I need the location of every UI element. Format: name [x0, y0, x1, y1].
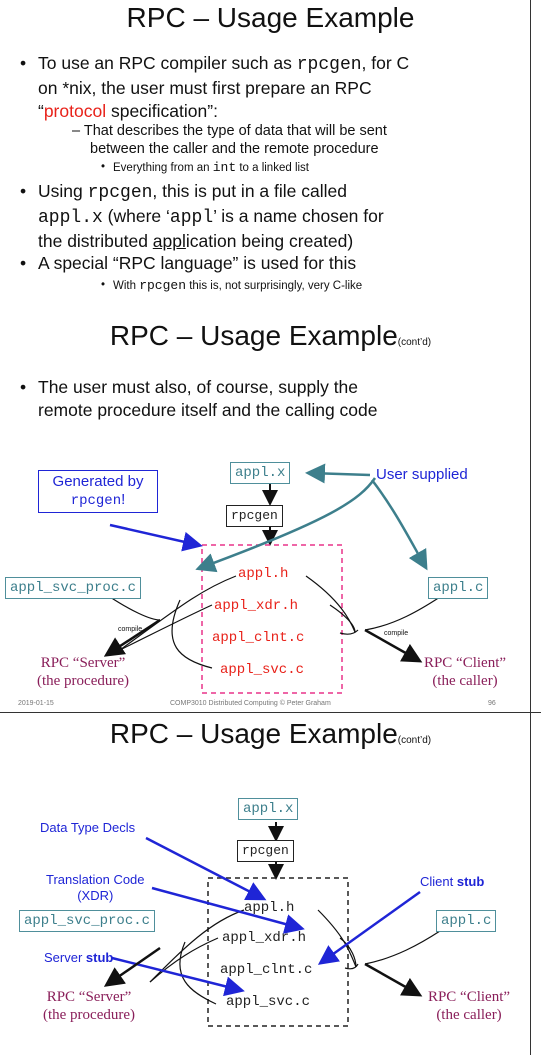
slide-2-title: RPC – Usage Example(cont’d): [109, 320, 432, 351]
slide3-appl-x-box: appl.x: [238, 798, 299, 820]
slide3-file-appl-svc-c: appl_svc.c: [226, 994, 311, 1010]
server-stub-label: Server stub: [44, 950, 114, 965]
slide-1: RPC – Usage Example • To use an RPC comp…: [0, 0, 541, 348]
footer-page: 96: [488, 700, 496, 707]
slide3-rpc-client-label: RPC “Client”(the caller): [427, 989, 511, 1023]
slide3-file-appl-xdr-h: appl_xdr.h: [222, 930, 307, 946]
compile-left-label: compile: [118, 626, 143, 633]
bullet-2: • Using rpcgen, this is put in a file ca…: [20, 181, 384, 251]
footer-date: 2019-01-15: [18, 700, 54, 707]
slide3-border-right: [530, 712, 531, 1055]
subsub-bullet-1: • Everything from an int to a linked lis…: [101, 160, 309, 175]
slide-2-diagram-lines: [103, 463, 441, 694]
slide3-appl-svc-proc-box: appl_svc_proc.c: [19, 910, 156, 932]
rpc-client-label: RPC “Client”(the caller): [423, 655, 507, 689]
bullet-3: • A special “RPC language” is used for t…: [20, 253, 357, 273]
bullet-1: • To use an RPC compiler such as rpcgen,…: [20, 53, 410, 121]
slide-1-title: RPC – Usage Example: [126, 2, 415, 33]
rpcgen-box: rpcgen: [226, 505, 283, 527]
file-appl-clnt-c: appl_clnt.c: [212, 630, 305, 646]
appl-x-box: appl.x: [230, 462, 291, 484]
file-appl-h: appl.h: [238, 566, 289, 582]
appl-c-box: appl.c: [428, 577, 489, 599]
translation-code-label: Translation Code(XDR): [46, 872, 145, 903]
slide3-rpc-server-label: RPC “Server”(the procedure): [42, 989, 136, 1023]
compile-right-label: compile: [384, 630, 409, 637]
generated-by-callout: Generated by rpcgen!: [38, 470, 158, 513]
slide-separator: [0, 712, 541, 729]
slide3-appl-c-box: appl.c: [436, 910, 497, 932]
slide-2: RPC – Usage Example(cont’d) • The user m…: [5, 320, 507, 707]
file-appl-xdr-h: appl_xdr.h: [214, 598, 299, 614]
client-stub-label: Client stub: [420, 874, 485, 889]
file-appl-svc-c: appl_svc.c: [220, 662, 305, 678]
footer-course: COMP3010 Distributed Computing © Peter G…: [170, 700, 331, 707]
appl-svc-proc-box: appl_svc_proc.c: [5, 577, 142, 599]
user-supplied-label: User supplied: [376, 466, 468, 483]
slide3-file-appl-h: appl.h: [244, 900, 295, 916]
slide-2-bullet: • The user must also, of course, supply …: [20, 377, 378, 420]
data-type-decls-label: Data Type Decls: [40, 820, 136, 835]
slide-3-diagram-lines: [103, 822, 441, 1027]
slide-3-title: RPC – Usage Example(cont’d): [109, 718, 432, 749]
rpc-server-label: RPC “Server”(the procedure): [36, 655, 130, 689]
subsub-bullet-2: • With rpcgen this is, not surprisingly,…: [101, 278, 363, 293]
slide3-file-appl-clnt-c: appl_clnt.c: [220, 962, 313, 978]
slide-3: RPC – Usage Example(cont’d) appl.x rpcge…: [0, 712, 541, 1055]
protocol-word: protocol: [43, 101, 107, 121]
slide3-rpcgen-box: rpcgen: [237, 840, 294, 862]
sub-bullet-1: – That describes the type of data that w…: [72, 123, 387, 157]
slide-border-right: [530, 0, 531, 712]
